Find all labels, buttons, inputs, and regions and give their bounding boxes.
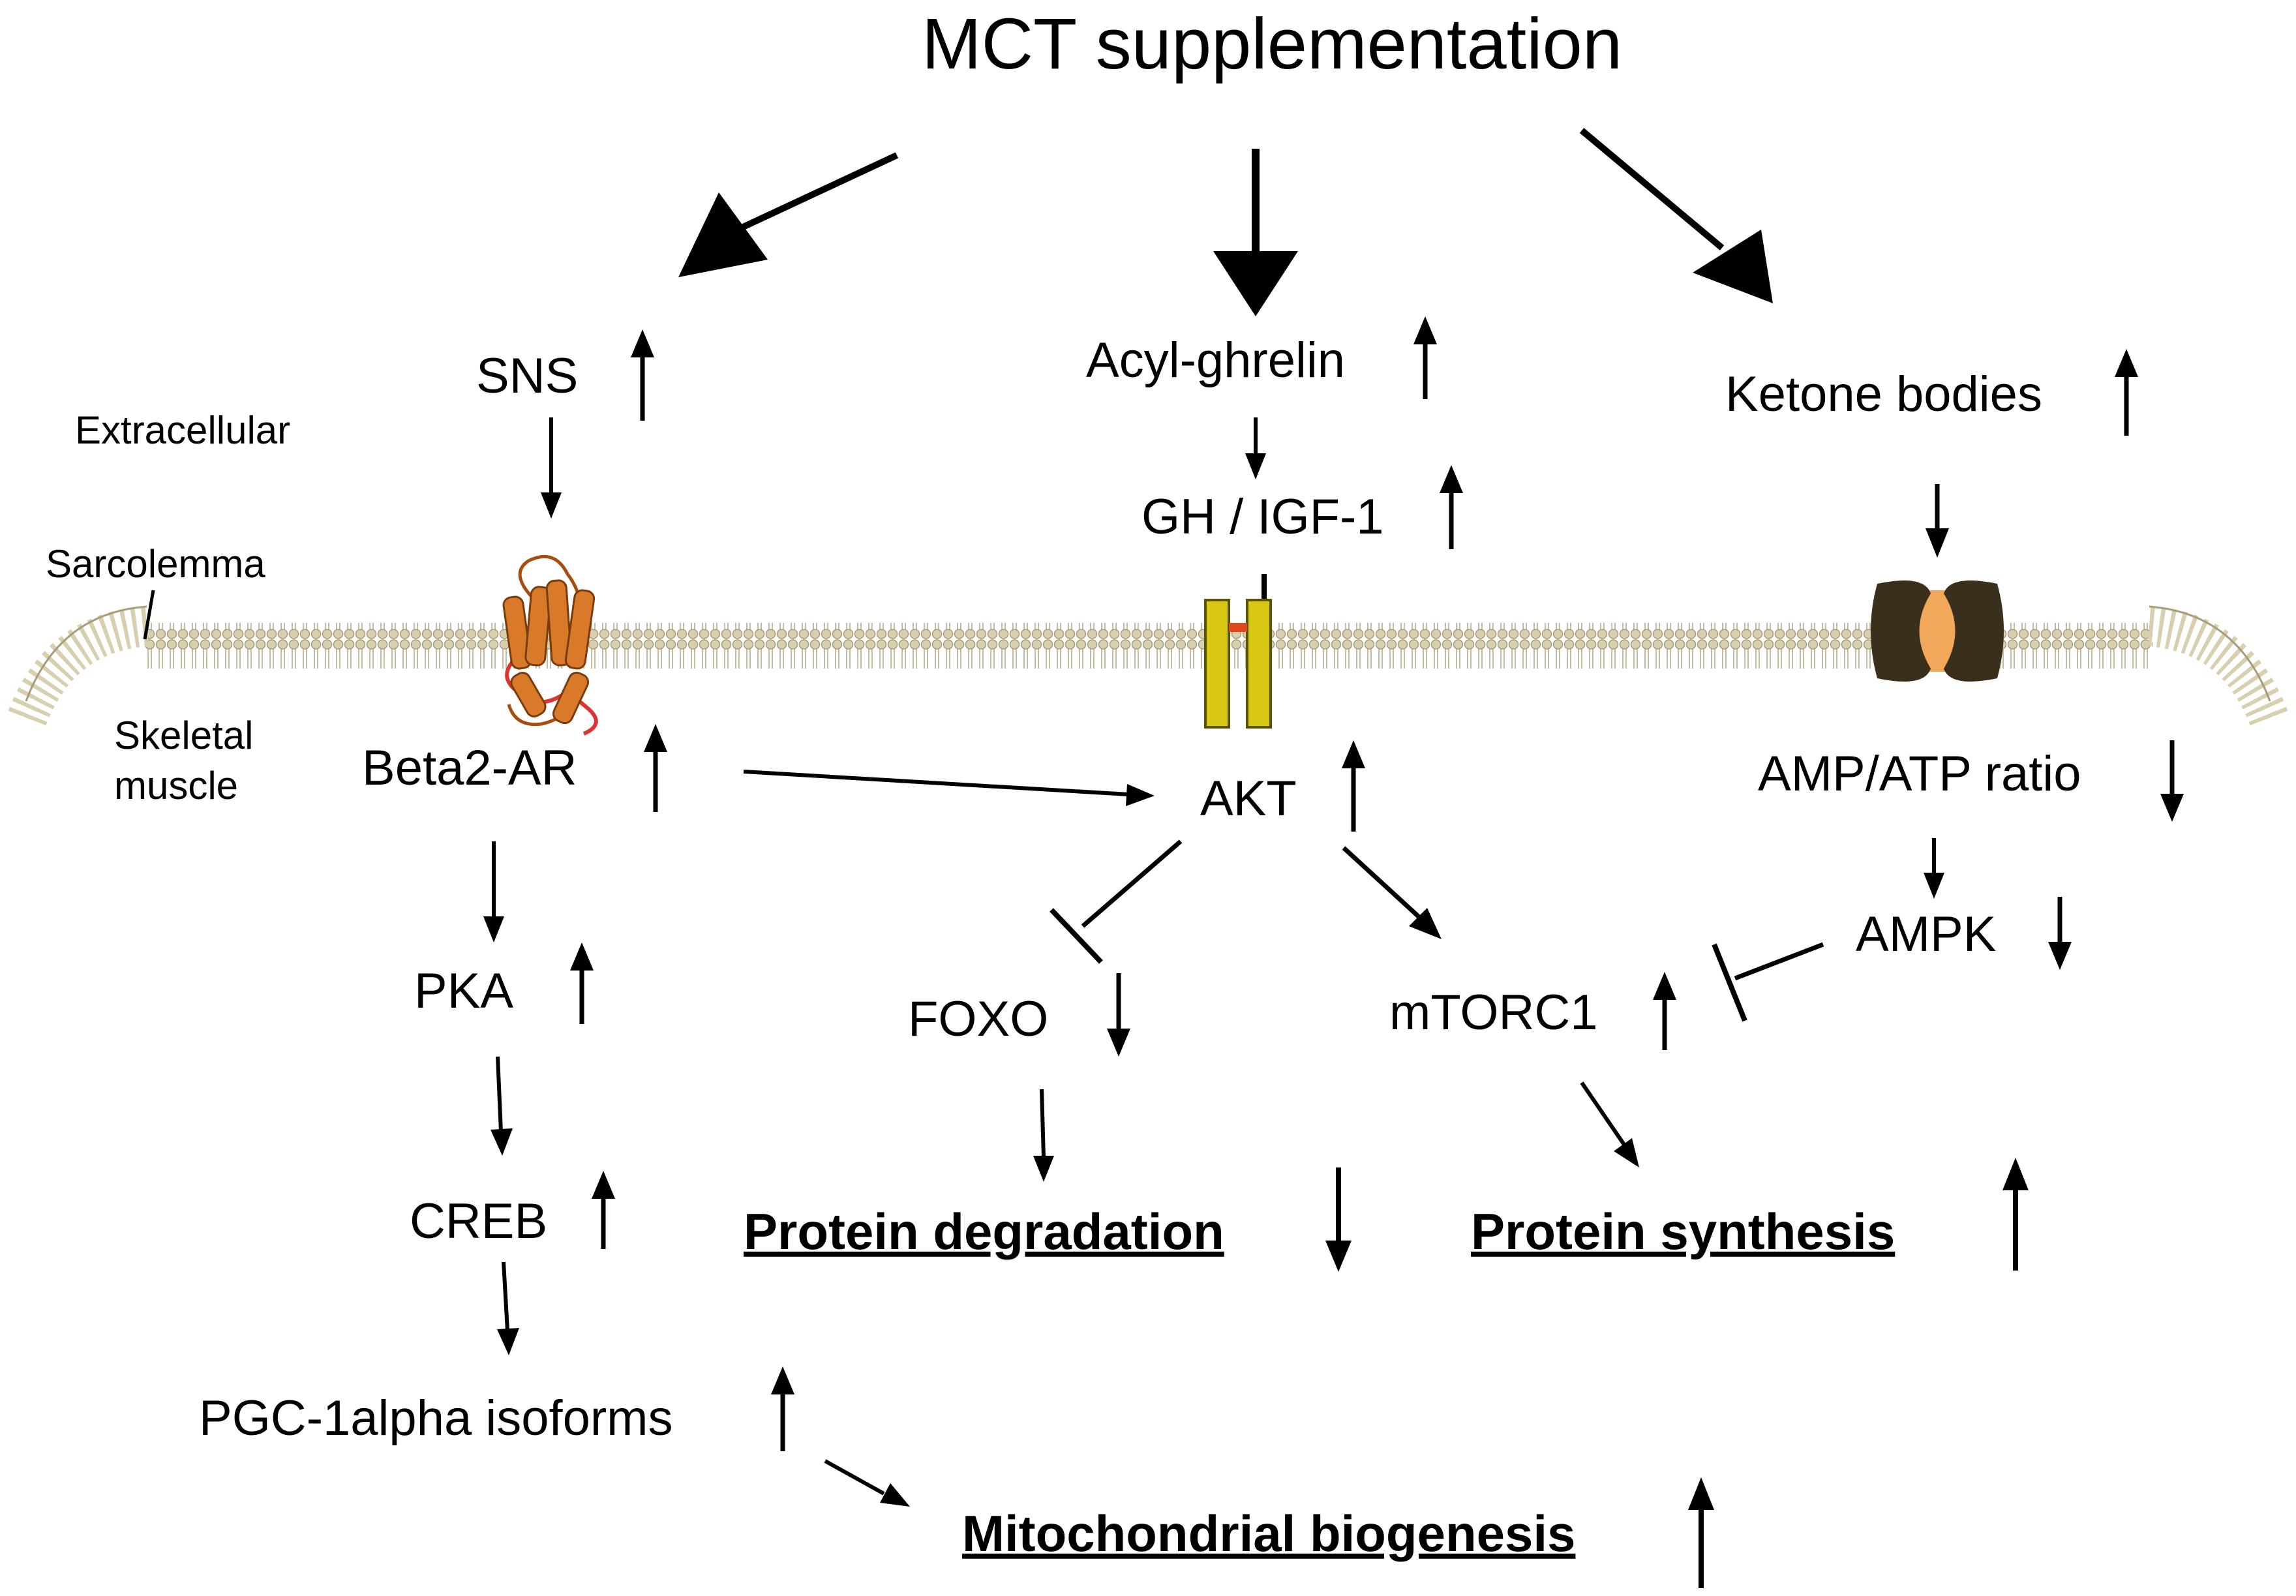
node-pgc1alpha-isoforms: PGC-1alpha isoforms <box>199 1391 673 1446</box>
title: MCT supplementation <box>922 4 1622 84</box>
arrow-akt-to-mtorc1 <box>1342 846 1424 922</box>
arrow-title-to-sns-head <box>678 192 768 277</box>
node-creb: CREB <box>410 1194 547 1249</box>
arrow-creb-to-pgc1 <box>502 1261 509 1331</box>
outcome-protein-degradation: Protein degradation <box>744 1203 1224 1260</box>
arrow-foxo-to-degradation <box>1040 1089 1046 1158</box>
node-gh-igf1: GH / IGF-1 <box>1141 489 1384 545</box>
node-ketone-bodies: Ketone bodies <box>1725 367 2042 422</box>
node-foxo: FOXO <box>908 991 1048 1047</box>
node-acyl-ghrelin: Acyl-ghrelin <box>1086 333 1345 388</box>
node-beta2-ar: Beta2-AR <box>362 740 577 796</box>
node-akt: AKT <box>1200 771 1297 826</box>
node-pka: PKA <box>414 963 513 1019</box>
igf1-receptor-icon <box>1204 574 1272 729</box>
arrow-mtorc1-to-synthesis <box>1580 1081 1626 1146</box>
node-sns: SNS <box>476 348 578 404</box>
inhibit-akt-to-foxo <box>1081 839 1183 928</box>
label-sarcolemma: Sarcolemma <box>46 542 265 586</box>
sarcolemma-membrane <box>7 605 2289 729</box>
arrow-beta2-to-akt <box>743 770 1129 796</box>
ketone-channel-icon <box>1871 580 2004 682</box>
node-amp-atp-ratio: AMP/ATP ratio <box>1758 746 2081 802</box>
arrow-title-to-ghrelin-head <box>1213 251 1298 316</box>
label-muscle: muscle <box>114 764 238 807</box>
arrow-title-to-ketone <box>1579 128 1725 250</box>
arrow-pgc1-to-mito <box>824 1459 885 1496</box>
label-skeletal: Skeletal <box>114 714 253 757</box>
node-ampk: AMPK <box>1856 907 1996 962</box>
outcome-mitochondrial-biogenesis: Mitochondrial biogenesis <box>962 1505 1575 1562</box>
label-extracellular: Extracellular <box>75 408 290 452</box>
outcome-protein-synthesis: Protein synthesis <box>1471 1203 1895 1260</box>
beta2-receptor-icon <box>502 554 598 736</box>
arrow-title-to-ketone-head <box>1693 230 1773 303</box>
sarcolemma-pointer <box>143 590 155 640</box>
arrow-pka-to-creb <box>496 1056 503 1132</box>
node-mtorc1: mTORC1 <box>1389 985 1598 1040</box>
arrow-title-to-sns <box>738 152 899 232</box>
inhibit-ampk-to-mtorc1 <box>1734 942 1824 981</box>
